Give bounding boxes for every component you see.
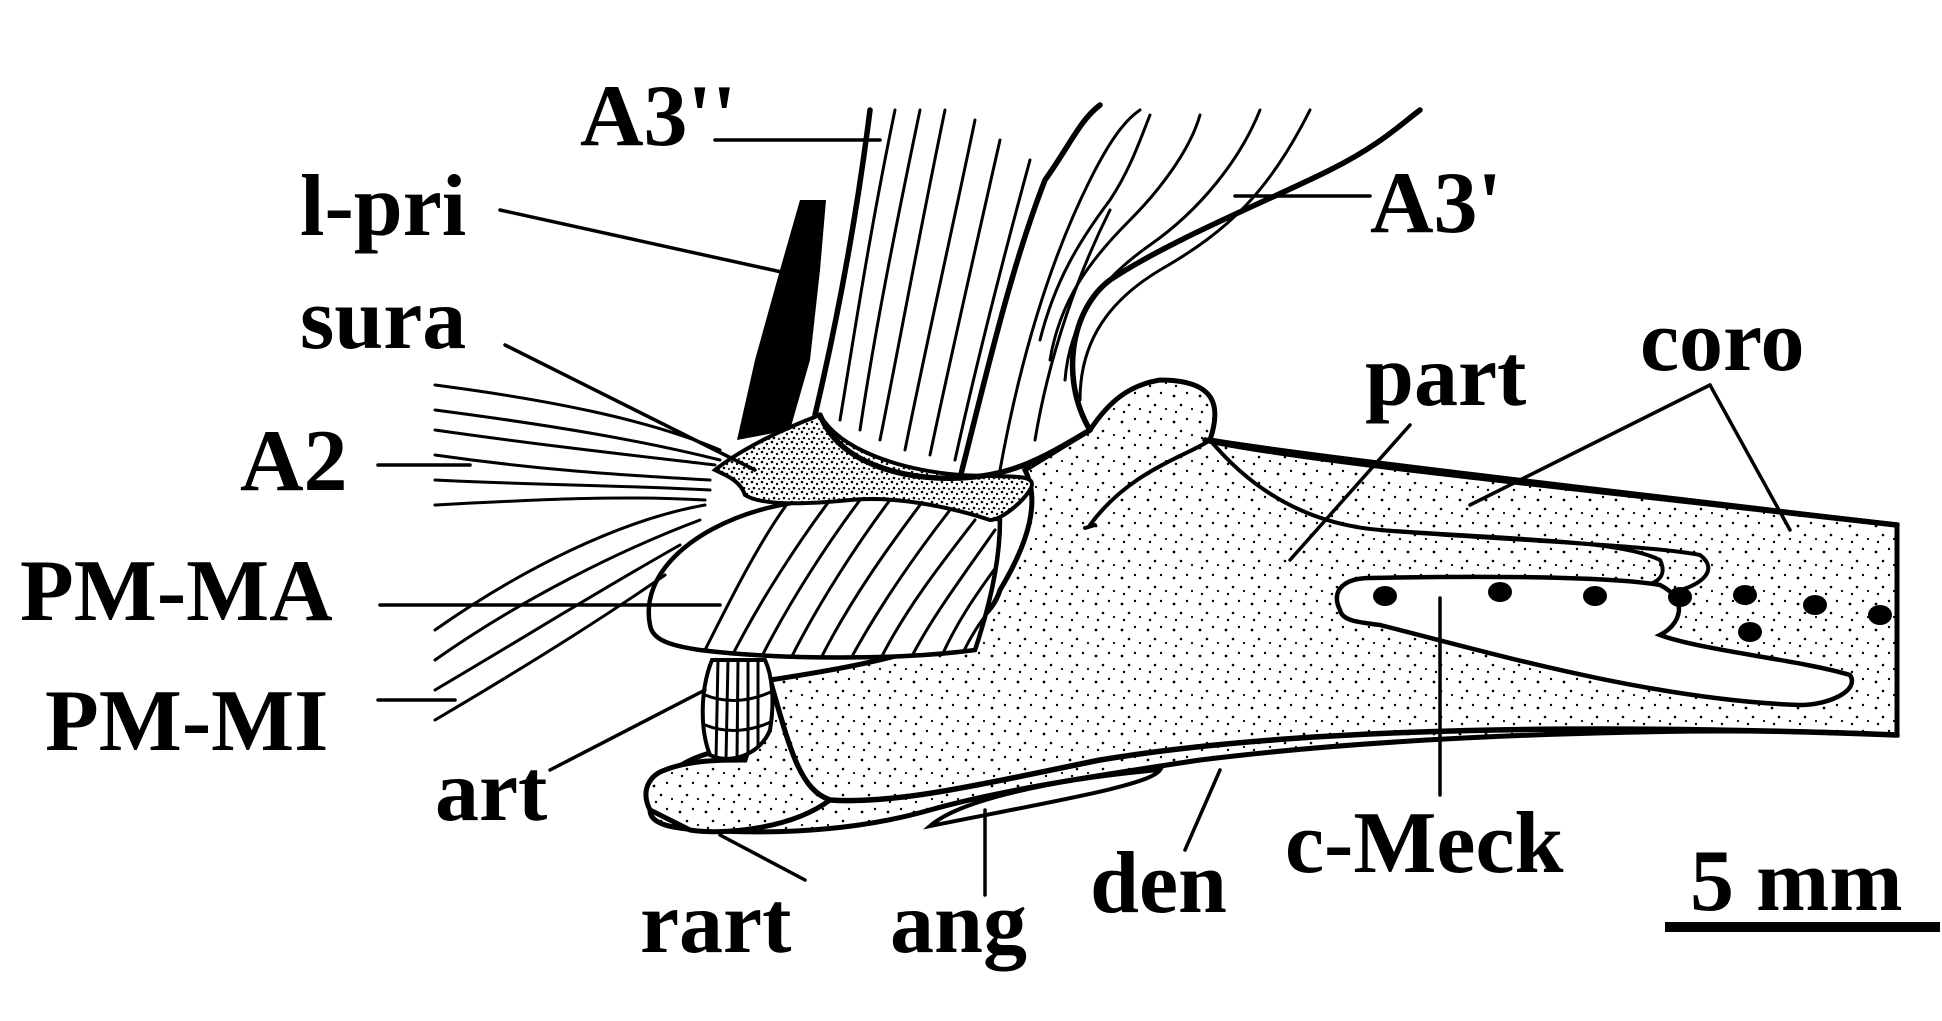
primordial-ligament xyxy=(737,200,826,440)
leader-coro-1 xyxy=(1468,383,1712,507)
articular-facet xyxy=(700,658,775,761)
pm-ma-muscle xyxy=(646,495,1003,660)
pm-mi-muscle xyxy=(433,503,707,722)
label-pmmi: PM-MI xyxy=(45,673,328,770)
label-a3p: A3' xyxy=(1370,155,1502,252)
label-coro: coro xyxy=(1640,293,1805,390)
label-a2: A2 xyxy=(240,413,348,510)
a3p-muscle xyxy=(1038,107,1423,433)
retroarticular-process xyxy=(643,671,836,835)
a3pp-muscle xyxy=(812,102,1142,481)
label-a3pp: A3'' xyxy=(580,68,736,165)
label-den: den xyxy=(1090,835,1227,932)
label-ang: ang xyxy=(890,875,1027,972)
meckel-canal xyxy=(1334,574,1892,708)
leader-den xyxy=(1183,768,1222,852)
leader-sura xyxy=(503,343,757,472)
scale-bar-line xyxy=(1665,922,1940,932)
label-art: art xyxy=(435,743,547,840)
leader-part xyxy=(1288,423,1412,562)
leader-art xyxy=(548,688,707,772)
label-lpri: l-pri xyxy=(300,158,466,255)
leader-rart xyxy=(718,833,807,882)
a2-muscle xyxy=(433,383,722,507)
meckel-foramina xyxy=(1373,582,1892,642)
label-sura: sura xyxy=(300,271,466,368)
leader-coro-2 xyxy=(1708,383,1792,532)
label-part: part xyxy=(1365,328,1526,425)
scale-bar: 5 mm xyxy=(1665,833,1940,932)
scale-bar-label: 5 mm xyxy=(1690,833,1903,930)
label-rart: rart xyxy=(640,875,791,972)
leader-lines xyxy=(376,138,1792,897)
leader-lpri xyxy=(498,208,797,277)
label-cmeck: c-Meck xyxy=(1285,795,1564,892)
labels: A3'' l-pri sura A2 PM-MA PM-MI art rart … xyxy=(20,68,1805,972)
label-pmma: PM-MA xyxy=(20,543,333,640)
mandible-body xyxy=(647,377,1900,835)
